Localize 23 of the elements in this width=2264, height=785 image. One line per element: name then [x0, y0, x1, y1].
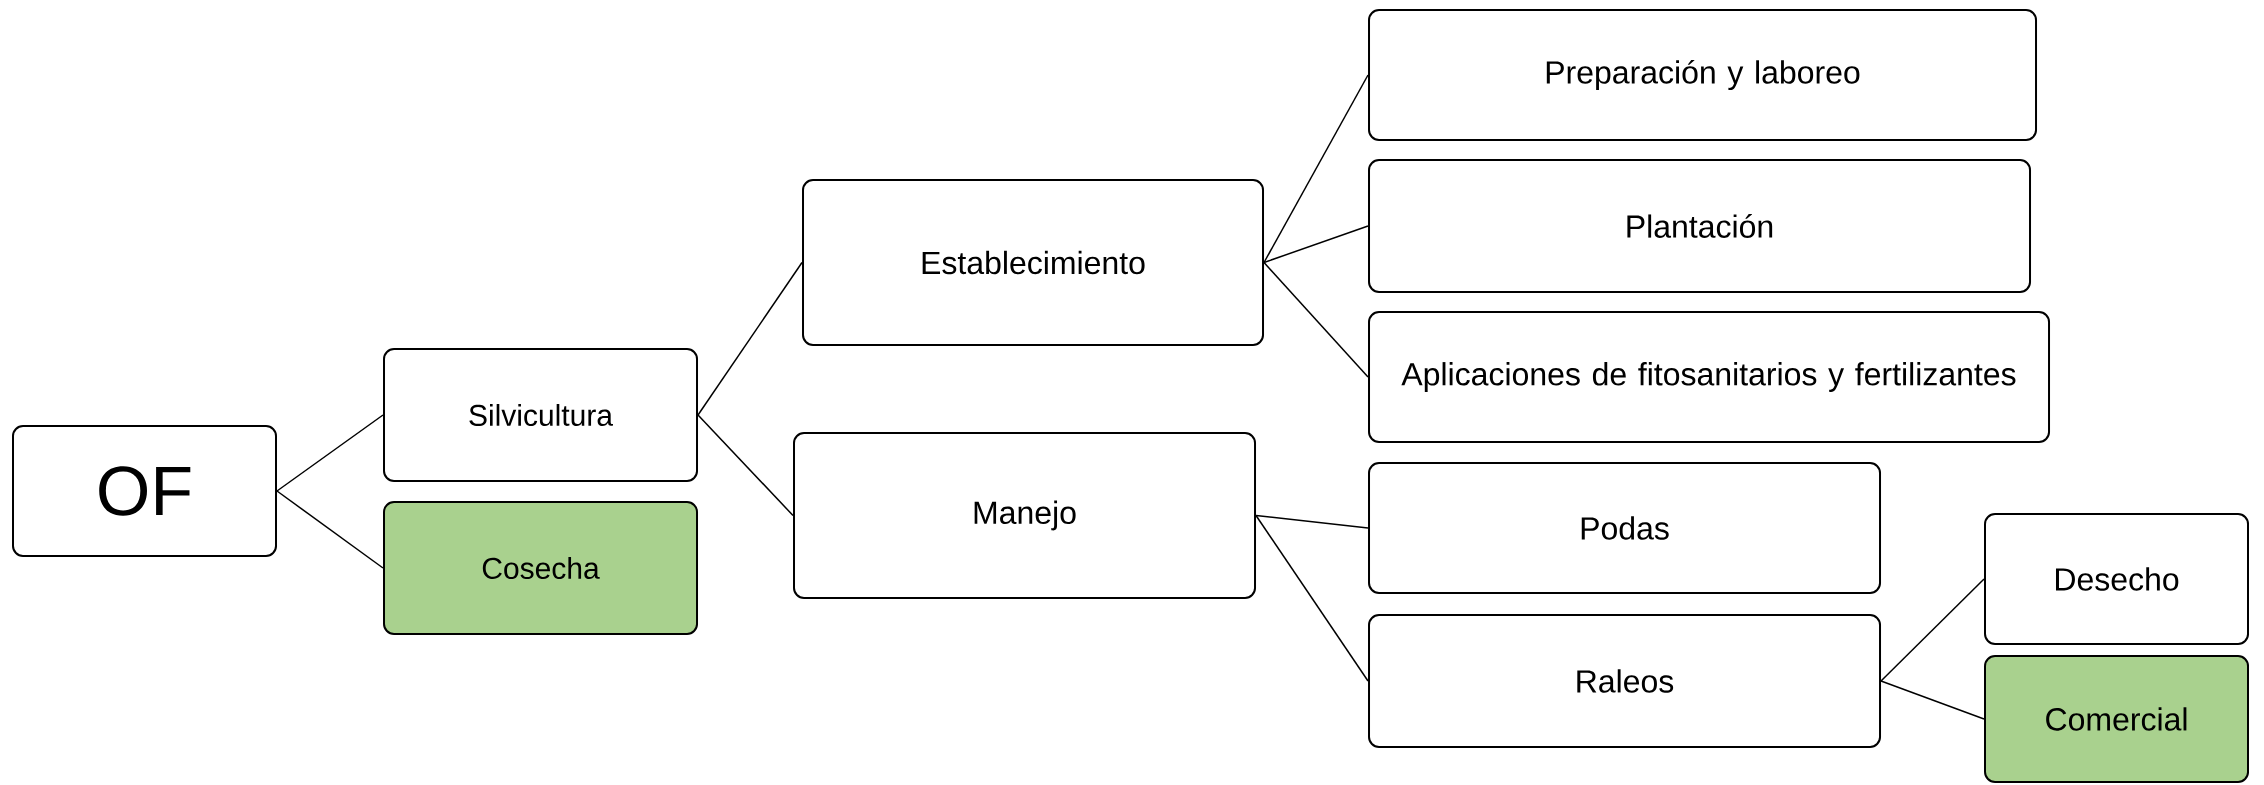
- category-box: Plantación: [1368, 159, 2031, 293]
- connector-line: [1255, 514, 1369, 529]
- category-box: Cosecha: [383, 501, 698, 635]
- connector-line: [697, 414, 794, 517]
- category-box: Silvicultura: [383, 348, 698, 482]
- category-box: Comercial: [1984, 655, 2249, 783]
- category-box: Aplicaciones de fitosanitarios y fertilizantes: [1368, 311, 2050, 443]
- root-box: OF: [12, 425, 277, 557]
- category-box: Preparación y laboreo: [1368, 9, 2037, 141]
- connector-line: [1880, 578, 1985, 682]
- category-box: Raleos: [1368, 614, 1881, 748]
- connector-line: [276, 490, 384, 569]
- connector-line: [697, 261, 803, 416]
- category-box: Desecho: [1984, 513, 2249, 645]
- connector-line: [1255, 514, 1369, 682]
- connector-line: [276, 414, 384, 492]
- category-box: Manejo: [793, 432, 1256, 599]
- connector-line: [1263, 74, 1369, 264]
- connector-line: [1263, 225, 1369, 264]
- connector-line: [1880, 680, 1985, 720]
- category-box: Podas: [1368, 462, 1881, 594]
- category-box: Establecimiento: [802, 179, 1264, 346]
- connector-line: [1263, 261, 1369, 378]
